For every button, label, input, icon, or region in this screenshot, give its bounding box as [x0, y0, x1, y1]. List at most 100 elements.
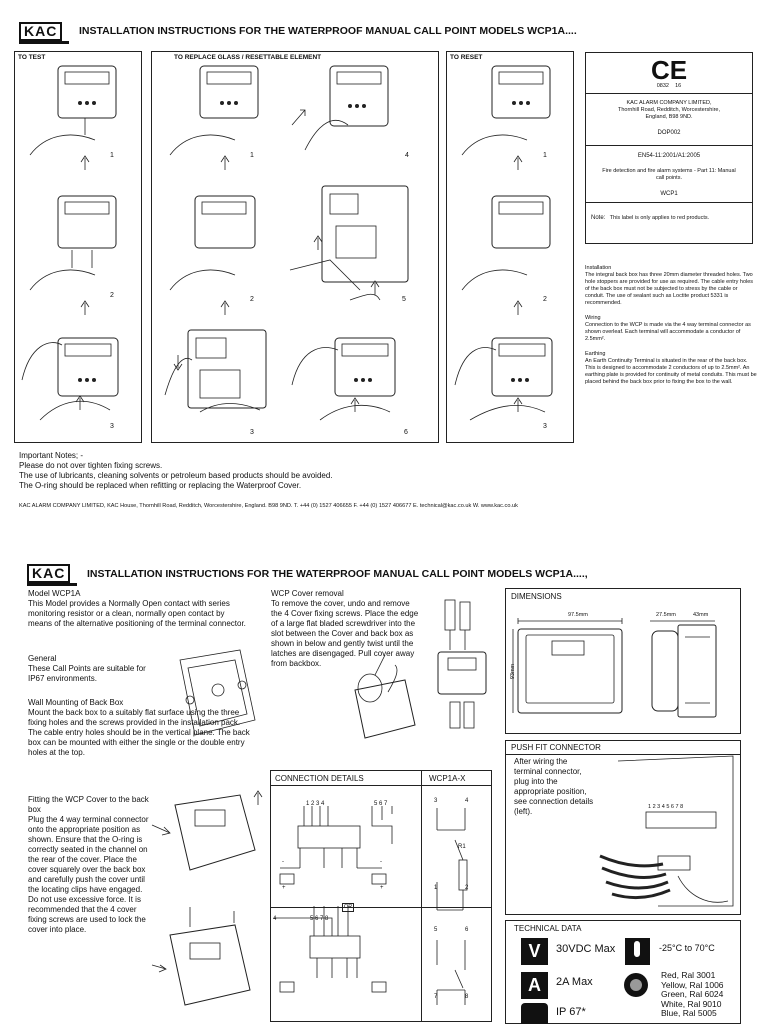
dimension-depth2: 43mm — [693, 612, 709, 618]
ip-value: IP 67* — [556, 1006, 586, 1018]
panel-label-to-test: TO TEST — [18, 54, 46, 61]
connection-diagram — [274, 806, 393, 993]
fitting-heading: Fitting the WCP Cover to the back box — [28, 795, 149, 814]
pin-label: 4 — [465, 798, 469, 804]
step-number: 3 — [250, 429, 254, 436]
fitting-section: Fitting the WCP Cover to the back box Pl… — [28, 795, 150, 935]
call-point-illustration — [291, 65, 389, 151]
switch-schematic — [436, 808, 468, 1005]
connection-heading: CONNECTION DETAILS — [275, 774, 364, 783]
general-section: General These Call Points are suitable f… — [28, 654, 163, 684]
color-list: Red, Ral 3001 Yellow, Ral 1006 Green, Ra… — [661, 970, 724, 1019]
dimensions-heading: DIMENSIONS — [511, 592, 562, 601]
call-point-illustration — [29, 65, 117, 170]
pin-label: 5 — [434, 927, 438, 933]
removal-text: To remove the cover, undo and remove the… — [271, 599, 419, 668]
earthing-heading: Earthing — [585, 351, 606, 357]
call-point-illustration — [461, 65, 551, 170]
panel-to-replace: TO REPLACE GLASS / RESETTABLE ELEMENT — [151, 51, 439, 443]
color-option: Green, Ral 6024 — [661, 989, 724, 999]
ce-note-label: Note: — [591, 215, 606, 221]
model-text: This Model provides a Normally Open cont… — [28, 599, 246, 628]
technical-heading: TECHNICAL DATA — [514, 924, 582, 933]
backbox-illustration — [179, 649, 256, 736]
note-line: Important Notes; - — [19, 451, 84, 460]
installation-heading: Installation — [585, 265, 612, 271]
call-point-illustration — [164, 329, 267, 413]
top-title: INSTALLATION INSTRUCTIONS FOR THE WATERP… — [79, 25, 577, 37]
color-option: Red, Ral 3001 — [661, 970, 716, 980]
call-point-illustration — [29, 195, 117, 315]
earthing-text: An Earth Continuity Terminal is situated… — [585, 358, 757, 385]
wall-section: Wall Mounting of Back Box Mount the back… — [28, 698, 250, 758]
ce-company-section: KAC ALARM COMPANY LIMITED, Thornhill Roa… — [586, 93, 752, 137]
pin-label: 3 — [434, 798, 438, 804]
ce-note-row: Note: This label is only applies to red … — [586, 202, 752, 224]
step-number: 1 — [110, 152, 114, 159]
color-option: White, Ral 9010 — [661, 998, 722, 1009]
voltage-value: 30VDC Max — [556, 943, 616, 955]
dimensions-panel: DIMENSIONS — [505, 588, 741, 734]
removal-section: WCP Cover removal To remove the cover, u… — [271, 589, 421, 669]
pin-label: 1 — [434, 885, 438, 891]
connection-divider — [421, 771, 422, 1021]
dimension-depth1: 27.5mm — [656, 612, 676, 618]
model-heading: Model WCP1A — [28, 589, 81, 598]
push-fit-header-line — [506, 754, 740, 755]
connection-divider-h — [271, 907, 491, 908]
call-point-illustration — [454, 337, 553, 421]
ce-standard-section: EN54-11:2001/A1:2005 Fire detection and … — [586, 145, 752, 198]
terminal-labels-c: 4 — [273, 916, 277, 922]
cover-screws-illustration — [151, 907, 251, 1006]
ce-year: 16 — [675, 83, 682, 89]
installation-text: The integral back box has three 20mm dia… — [585, 272, 754, 306]
step-number: 6 — [404, 429, 408, 436]
polarity-plus-right: + — [380, 885, 384, 891]
connection-details-panel: CONNECTION DETAILS WCP1A-X — [270, 770, 492, 1022]
note-line: Please do not over tighten fixing screws… — [19, 461, 163, 470]
note-line: The use of lubricants, cleaning solvents… — [19, 471, 333, 480]
ce-code: 0832 — [656, 83, 669, 89]
call-point-illustration — [169, 195, 256, 315]
bottom-logo: KAC — [27, 564, 71, 583]
pin-label: 6 — [465, 927, 469, 933]
call-point-illustration — [169, 65, 259, 170]
panel-to-reset: TO RESET — [446, 51, 574, 443]
pin-label: 2 — [465, 885, 469, 891]
push-fit-text: After wiring the terminal connector, plu… — [514, 757, 594, 816]
ce-label-box: CE 0832 16 KAC ALARM COMPANY LIMITED, Th… — [585, 52, 753, 244]
installation-section: Installation The integral back box has t… — [585, 265, 757, 386]
removal-heading: WCP Cover removal — [271, 589, 344, 598]
ce-note: This label is only applies to red produc… — [609, 215, 710, 221]
top-footer: KAC ALARM COMPANY LIMITED, KAC House, Th… — [19, 503, 518, 509]
push-fit-pins: 1 2 3 4 5 6 7 8 — [648, 804, 684, 810]
thermometer-bulb — [634, 941, 640, 957]
polarity-minus-right: - — [380, 859, 382, 865]
polarity-minus-left: - — [282, 859, 284, 865]
call-point-illustration — [461, 195, 551, 315]
note-line: The O-ring should be replaced when refit… — [19, 481, 302, 490]
bottom-logo-bar — [27, 583, 77, 586]
wall-heading: Wall Mounting of Back Box — [28, 698, 124, 707]
ce-desc: Fire detection and fire alarm systems - … — [602, 168, 736, 181]
connection-header-row — [271, 771, 491, 786]
dimension-width: 97.5mm — [568, 612, 588, 618]
panel-to-test: TO TEST — [14, 51, 142, 443]
ce-code-row: 0832 16 — [586, 83, 752, 90]
resistor-label: R1 — [458, 844, 466, 850]
ip-icon — [521, 1003, 548, 1024]
connection-model-heading: WCP1A-X — [429, 774, 466, 783]
terminal-labels-d: 5 6 7 8 — [310, 916, 329, 922]
call-point-illustration — [291, 337, 396, 421]
step-illustrations — [21, 65, 553, 421]
polarity-plus-left: + — [282, 885, 286, 891]
ce-mark: CE — [650, 55, 688, 85]
push-fit-illustration — [599, 755, 734, 907]
temp-range: -25°C to 70°C — [659, 943, 715, 953]
call-point-illustration — [21, 337, 119, 421]
cover-fitting-illustration — [151, 790, 263, 871]
call-point-illustration — [289, 185, 409, 301]
screwdriver-illustration — [354, 599, 487, 739]
general-text: These Call Points are suitable for IP67 … — [28, 664, 146, 683]
important-notes: Important Notes; - Please do not over ti… — [19, 451, 559, 491]
